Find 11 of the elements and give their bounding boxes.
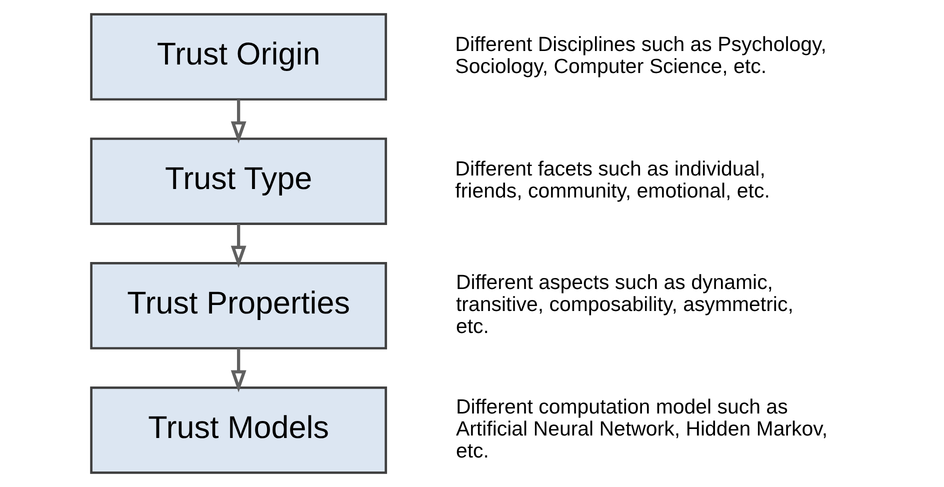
node-label: Different aspects such as dynamic, transitive, composability, asymmetric, etc. xyxy=(455,271,793,338)
node-label: Different Disciplines such as Psychology, Sociology, Computer Science, etc. xyxy=(454,33,826,78)
node-box: Trust Properties xyxy=(90,262,387,350)
node-box: Trust Origin xyxy=(90,13,387,101)
node-box: Trust Models xyxy=(90,386,387,474)
node-label: Different facets such as individual, friends, community, emotional, etc. xyxy=(454,158,770,203)
arrow xyxy=(230,348,246,392)
arrow xyxy=(230,99,246,144)
node-label: Different computation model such as Artificial Neural Network, Hidden Markov, etc. xyxy=(455,395,828,463)
node-box: Trust Type xyxy=(90,138,387,225)
arrow xyxy=(230,224,246,268)
